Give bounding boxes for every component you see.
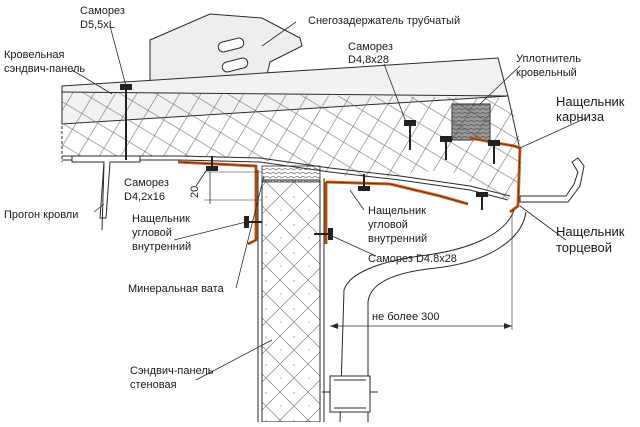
screw-d42-right: [358, 174, 370, 191]
label-screw-d42: Саморез: [124, 177, 169, 189]
label-inner-corner-right-1: Нащельник: [368, 205, 426, 217]
label-inner-corner-left-1: Нащельник: [132, 213, 190, 225]
label-screw-d48-top-size: D4,8x28: [348, 54, 389, 66]
label-mineral-wool: Минеральная вата: [128, 283, 225, 295]
label-screw-d48-top: Саморез: [348, 41, 393, 53]
inner-corner-flashing-left: [177, 160, 258, 246]
label-sealant-2: кровельный: [516, 67, 577, 79]
label-eave-flashing-1: Нащельник: [556, 94, 625, 109]
label-roof-panel-1: Кровельная: [4, 49, 64, 61]
label-screw-d42-size: D4,2x16: [124, 191, 165, 203]
screw-d48-eave-1: [440, 136, 452, 160]
label-end-flashing-1: Нащельник: [556, 224, 625, 239]
roof-sandwich-panel: [61, 57, 522, 205]
label-purlin: Прогон кровли: [4, 209, 78, 221]
label-inner-corner-left-3: внутренний: [132, 241, 191, 253]
label-end-flashing-2: торцевой: [556, 240, 612, 255]
dim-20-label: 20: [189, 186, 201, 198]
label-inner-corner-left-2: угловой: [132, 227, 172, 239]
label-sealant-1: Уплотнитель: [516, 53, 581, 65]
screw-d48-wall-right: [314, 228, 333, 240]
label-wall-panel-2: стеновая: [130, 379, 177, 391]
dimension-max-300: [330, 214, 513, 330]
wall-sandwich-panel: [257, 170, 325, 423]
label-wall-panel-1: Сэндвич-панель: [130, 365, 214, 377]
screw-d48-eave-2: [488, 140, 500, 164]
label-roof-panel-2: сэндвич-панель: [4, 63, 85, 75]
gutter: [519, 157, 585, 203]
label-screw-d48-bottom: Саморез D4.8x28: [368, 253, 457, 265]
label-inner-corner-right-3: внутренний: [368, 233, 427, 245]
mineral-wool-fill: [261, 165, 321, 183]
label-screw-d55: Саморез: [80, 5, 125, 17]
label-eave-flashing-2: карниза: [556, 109, 605, 124]
screws: [120, 84, 500, 240]
roof-purlin: [71, 155, 141, 231]
leader-lines: [71, 21, 587, 381]
labels: Саморез D5,5xL Снегозадержатель трубчаты…: [4, 5, 625, 391]
screw-d55-roof: [120, 84, 132, 160]
screw-d48-eave-lower: [476, 192, 488, 210]
screw-d48-wall-left: [244, 216, 262, 228]
screw-d42-left: [206, 156, 218, 171]
roof-sealant: [451, 103, 491, 141]
downpipe: [322, 209, 527, 423]
dimension-20: 20: [189, 171, 262, 204]
label-snow-guard: Снегозадержатель трубчатый: [308, 15, 460, 27]
label-inner-corner-right-2: угловой: [368, 219, 408, 231]
label-max-300: не более 300: [372, 311, 440, 323]
screw-d48-top: [404, 120, 416, 150]
label-screw-d55-size: D5,5xL: [80, 19, 115, 31]
